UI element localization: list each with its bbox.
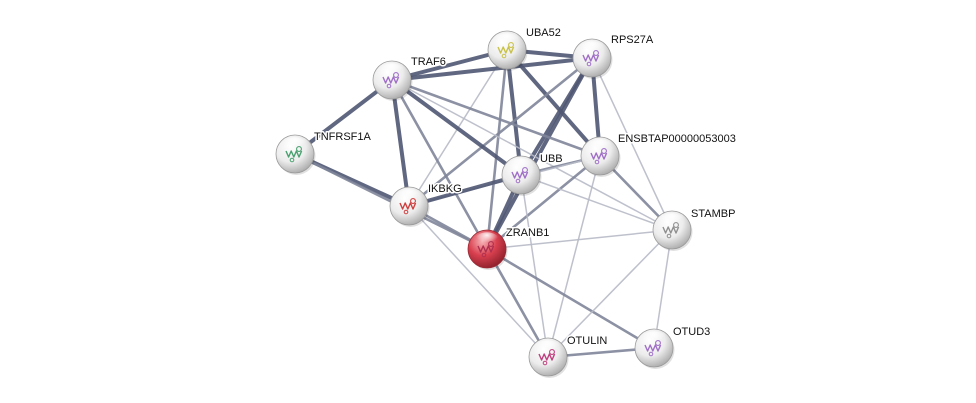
structure-coil (289, 157, 295, 163)
node-tnfrsf1a[interactable] (275, 134, 316, 175)
structure-coil (403, 209, 409, 215)
node-layer (275, 30, 693, 378)
edge-rps27a-ikbkg[interactable] (407, 56, 594, 208)
edge-uba52-ensbtap00000053003[interactable] (505, 48, 602, 158)
edge-ubb-stambp[interactable] (520, 174, 673, 231)
edge-uba52-zranb1[interactable] (485, 48, 509, 251)
structure-strand (538, 353, 556, 361)
edge-ubb-otulin[interactable] (520, 174, 549, 358)
edge-ikbkg-otulin[interactable] (408, 205, 549, 358)
structure-strand (399, 202, 417, 210)
node-highlight (380, 63, 404, 78)
structure-strand (477, 245, 495, 253)
node-label-rps27a: RPS27A (611, 34, 654, 46)
structure-strand (285, 150, 303, 158)
structure-coil (648, 351, 654, 357)
edge-ensbtap00000053003-zranb1[interactable] (485, 154, 602, 251)
structure-strand (497, 46, 515, 54)
structure-strand (590, 152, 608, 160)
structure-strand (662, 226, 680, 234)
edge-rps27a-zranb1[interactable] (485, 56, 594, 251)
edge-stambp-otulin[interactable] (547, 229, 673, 358)
node-highlight (660, 213, 684, 228)
edge-traf6-zranb1[interactable] (390, 78, 489, 251)
edge-zranb1-otulin[interactable] (485, 247, 550, 359)
edge-uba52-traf6[interactable] (390, 48, 509, 82)
node-highlight (588, 139, 612, 154)
structure-coil (515, 178, 521, 184)
structure-strand (382, 76, 400, 84)
node-uba52[interactable] (487, 30, 528, 71)
node-label-zranb1: ZRANB1 (506, 227, 549, 239)
node-highlight (495, 33, 519, 48)
node-label-tnfrsf1a: TNFRSF1A (314, 131, 372, 143)
structure-coil (666, 233, 672, 239)
node-ensbtap00000053003[interactable] (580, 136, 621, 177)
node-label-ubb: UBB (540, 153, 563, 165)
structure-strand (582, 54, 600, 62)
edge-ensbtap00000053003-otulin[interactable] (547, 155, 601, 358)
edge-traf6-ensbtap00000053003[interactable] (390, 78, 602, 158)
edge-rps27a-traf6[interactable] (390, 56, 594, 82)
edge-traf6-tnfrsf1a[interactable] (293, 78, 394, 156)
edge-traf6-ikbkg[interactable] (390, 78, 411, 208)
node-highlight (509, 158, 533, 173)
edge-layer (293, 48, 674, 359)
node-highlight (536, 340, 560, 355)
node-otulin[interactable] (528, 337, 569, 378)
node-highlight (475, 232, 499, 247)
edge-stambp-otud3[interactable] (653, 229, 673, 349)
node-traf6[interactable] (372, 60, 413, 101)
node-label-stambp: STAMBP (691, 208, 735, 220)
node-label-otulin: OTULIN (567, 335, 607, 347)
node-highlight (642, 331, 666, 346)
node-label-otud3: OTUD3 (673, 326, 710, 338)
structure-coil (386, 83, 392, 89)
edge-rps27a-stambp[interactable] (591, 57, 673, 231)
node-label-traf6: TRAF6 (411, 56, 446, 68)
structure-coil (594, 159, 600, 165)
node-highlight (397, 189, 421, 204)
node-highlight (580, 41, 604, 56)
node-rps27a[interactable] (572, 38, 613, 79)
node-stambp[interactable] (652, 210, 693, 251)
edge-traf6-ubb[interactable] (390, 78, 523, 177)
node-ubb[interactable] (501, 155, 542, 196)
edge-zranb1-stambp[interactable] (486, 229, 673, 250)
node-otud3[interactable] (634, 328, 675, 369)
node-ikbkg[interactable] (389, 186, 430, 227)
structure-strand (511, 171, 529, 179)
node-label-ensbtap00000053003: ENSBTAP00000053003 (618, 133, 736, 145)
node-zranb1[interactable] (467, 229, 508, 270)
edge-traf6-stambp[interactable] (391, 79, 673, 231)
edge-zranb1-otud3[interactable] (485, 247, 656, 350)
node-label-uba52: UBA52 (526, 27, 561, 39)
structure-coil (481, 252, 487, 258)
structure-coil (501, 53, 507, 59)
node-label-ikbkg: IKBKG (428, 183, 462, 195)
structure-coil (542, 360, 548, 366)
structure-strand (644, 344, 662, 352)
node-highlight (283, 137, 307, 152)
edge-uba52-ubb[interactable] (505, 48, 523, 177)
structure-coil (586, 61, 592, 67)
